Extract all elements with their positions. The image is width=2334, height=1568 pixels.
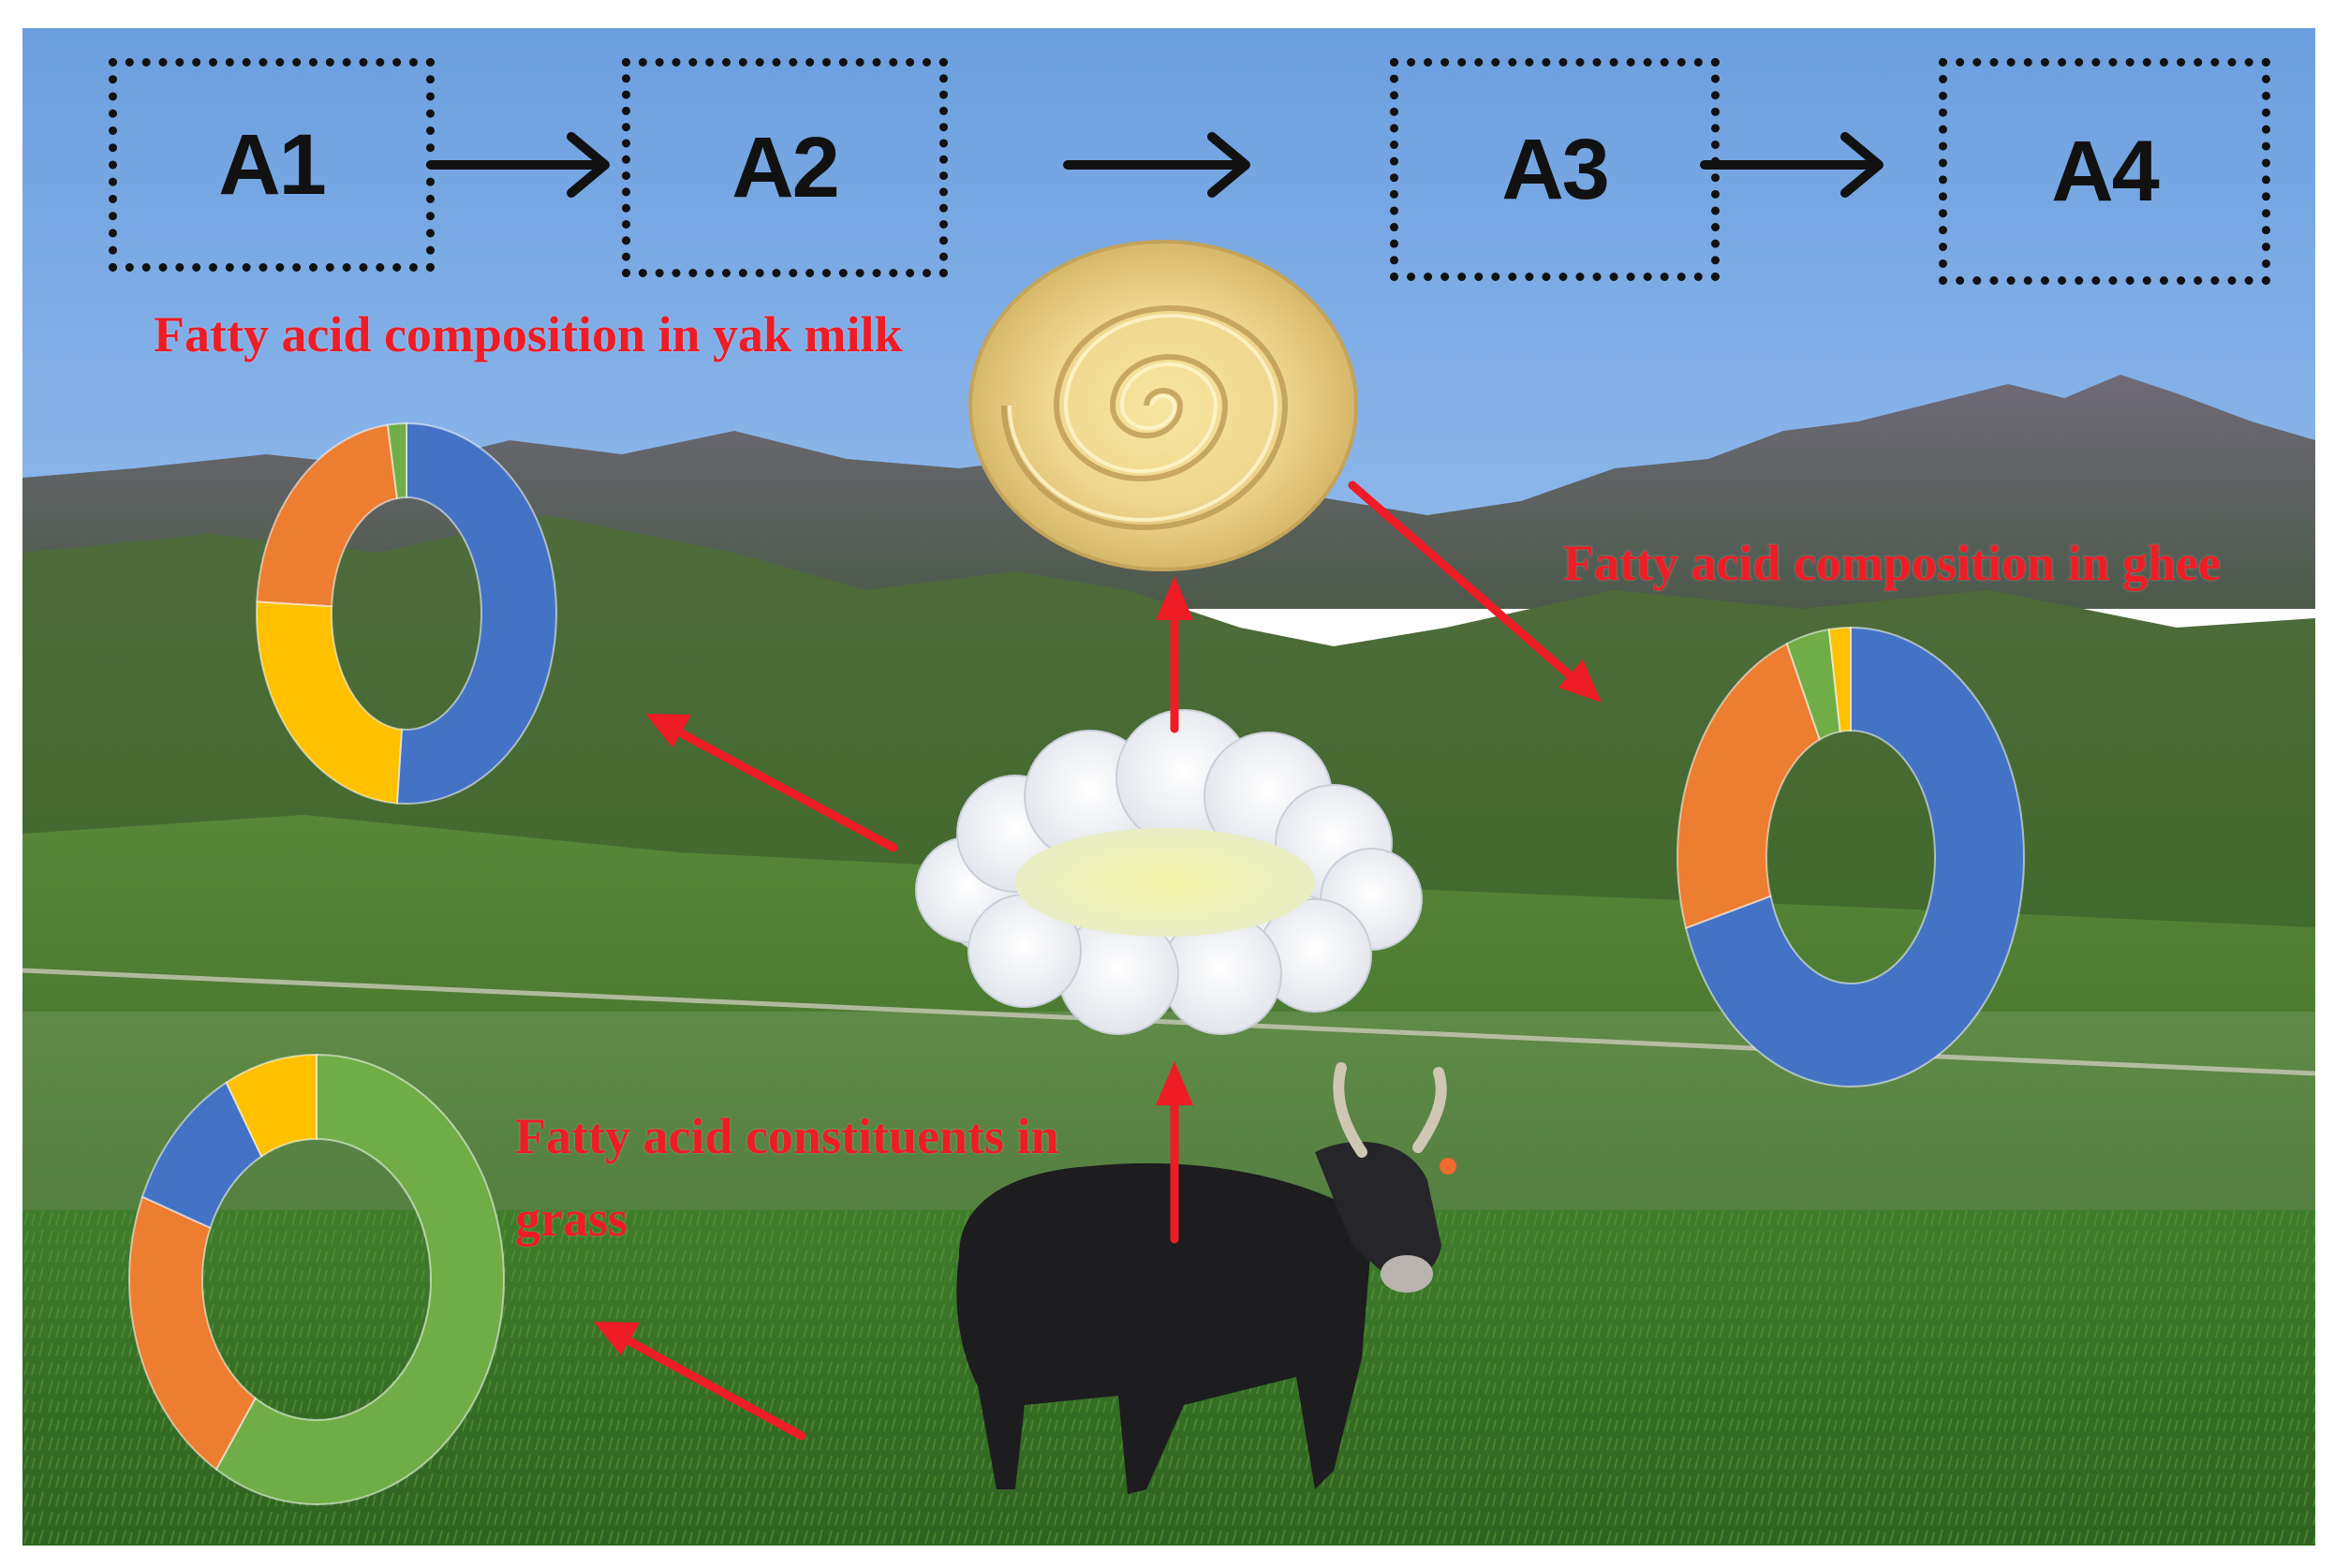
- donut-slice-green: [214, 1053, 505, 1505]
- caption-grass-line2: grass: [515, 1191, 628, 1247]
- caption-ghee: Fatty acid composition in ghee: [1563, 535, 2221, 591]
- donut-slice-orange: [1676, 642, 1822, 930]
- background-landscape: [22, 28, 2315, 1546]
- flow-step-label: A3: [1501, 121, 1610, 217]
- red-arrows: [594, 481, 1602, 1441]
- flow-step-label: A4: [2051, 123, 2160, 219]
- ghee-donut-chart: [1676, 626, 2025, 1087]
- flow-step-a1: A1: [109, 58, 435, 272]
- flow-arrows: [426, 132, 1883, 198]
- donut-slice-blue: [395, 422, 558, 805]
- butter-swirl-icon: [968, 240, 1358, 571]
- yak-milk-donut-chart: [256, 422, 558, 805]
- flow-step-a3: A3: [1390, 58, 1720, 281]
- donut-slice-green: [386, 422, 407, 500]
- yak-icon: [956, 1062, 1456, 1494]
- grass-donut-chart: [128, 1053, 505, 1505]
- flow-step-label: A1: [218, 116, 327, 213]
- donut-slice-yellow: [1827, 626, 1852, 733]
- caption-yak-milk: Fatty acid composition in yak milk: [154, 306, 903, 362]
- donut-slice-yellow: [225, 1053, 318, 1159]
- flow-step-a2: A2: [622, 58, 948, 277]
- donut-slice-blue: [1684, 626, 2025, 1087]
- caption-grass-line1: Fatty acid constituents in: [515, 1108, 1059, 1164]
- donut-slice-yellow: [256, 600, 404, 805]
- donut-slice-orange: [256, 423, 399, 608]
- flow-step-label: A2: [731, 119, 840, 215]
- diagram-scene: A1 A2 A3 A4 Fatty acid composition in ya…: [22, 28, 2315, 1546]
- flow-step-a4: A4: [1939, 58, 2270, 285]
- milk-cloud-icon: [915, 709, 1423, 1035]
- donut-slice-orange: [128, 1195, 257, 1472]
